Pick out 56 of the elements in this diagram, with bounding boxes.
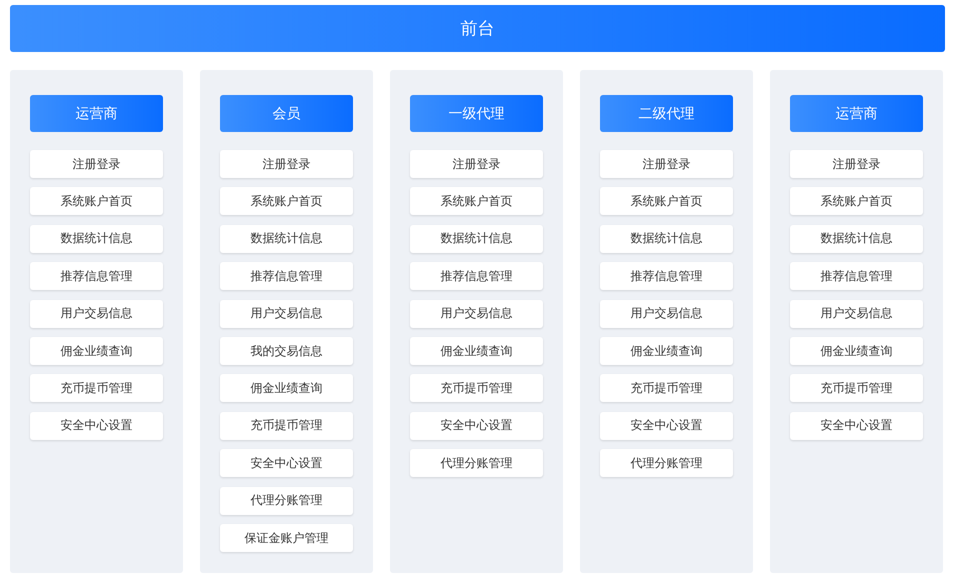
feature-item: 推荐信息管理 (220, 262, 353, 290)
column-panel (200, 70, 373, 573)
role-header: 运营商 (30, 95, 163, 132)
feature-item: 充币提币管理 (30, 374, 163, 402)
feature-item: 充币提币管理 (220, 412, 353, 440)
feature-item: 佣金业绩查询 (790, 337, 923, 365)
role-header: 一级代理 (410, 95, 543, 132)
feature-item: 佣金业绩查询 (220, 374, 353, 402)
feature-item: 注册登录 (410, 150, 543, 178)
feature-item: 数据统计信息 (410, 224, 543, 253)
feature-item: 代理分账管理 (220, 486, 353, 515)
section-banner: 前台 (10, 5, 945, 52)
feature-item: 数据统计信息 (790, 224, 923, 253)
feature-item: 推荐信息管理 (600, 262, 733, 290)
feature-item: 推荐信息管理 (790, 262, 923, 290)
column-panel (10, 70, 183, 573)
feature-item: 系统账户首页 (30, 187, 163, 216)
feature-item: 注册登录 (220, 150, 353, 178)
feature-item: 安全中心设置 (790, 412, 923, 440)
feature-item: 佣金业绩查询 (30, 337, 163, 365)
feature-item: 推荐信息管理 (410, 262, 543, 290)
feature-item: 充币提币管理 (790, 374, 923, 402)
feature-item: 安全中心设置 (410, 412, 543, 440)
feature-item: 注册登录 (600, 150, 733, 178)
column-panel (580, 70, 753, 573)
feature-item: 注册登录 (30, 150, 163, 178)
feature-item: 充币提币管理 (600, 374, 733, 402)
feature-item: 推荐信息管理 (30, 262, 163, 290)
feature-item: 保证金账户管理 (220, 524, 353, 552)
feature-item: 安全中心设置 (220, 449, 353, 478)
feature-item: 佣金业绩查询 (600, 337, 733, 365)
feature-item: 代理分账管理 (600, 449, 733, 478)
feature-item: 用户交易信息 (220, 300, 353, 328)
feature-item: 数据统计信息 (30, 224, 163, 253)
feature-item: 注册登录 (790, 150, 923, 178)
feature-item: 系统账户首页 (600, 187, 733, 216)
feature-item: 数据统计信息 (600, 224, 733, 253)
feature-item: 用户交易信息 (410, 300, 543, 328)
feature-item: 用户交易信息 (30, 300, 163, 328)
column-panel (770, 70, 943, 573)
feature-item: 数据统计信息 (220, 224, 353, 253)
role-header: 会员 (220, 95, 353, 132)
feature-item: 系统账户首页 (410, 187, 543, 216)
feature-item: 充币提币管理 (410, 374, 543, 402)
feature-item: 系统账户首页 (790, 187, 923, 216)
feature-item: 用户交易信息 (790, 300, 923, 328)
feature-item: 系统账户首页 (220, 187, 353, 216)
feature-item: 安全中心设置 (600, 412, 733, 440)
feature-item: 安全中心设置 (30, 412, 163, 440)
feature-item: 用户交易信息 (600, 300, 733, 328)
feature-item: 代理分账管理 (410, 449, 543, 478)
column-panel (390, 70, 563, 573)
role-header: 运营商 (790, 95, 923, 132)
feature-item: 佣金业绩查询 (410, 337, 543, 365)
feature-item: 我的交易信息 (220, 337, 353, 365)
role-header: 二级代理 (600, 95, 733, 132)
